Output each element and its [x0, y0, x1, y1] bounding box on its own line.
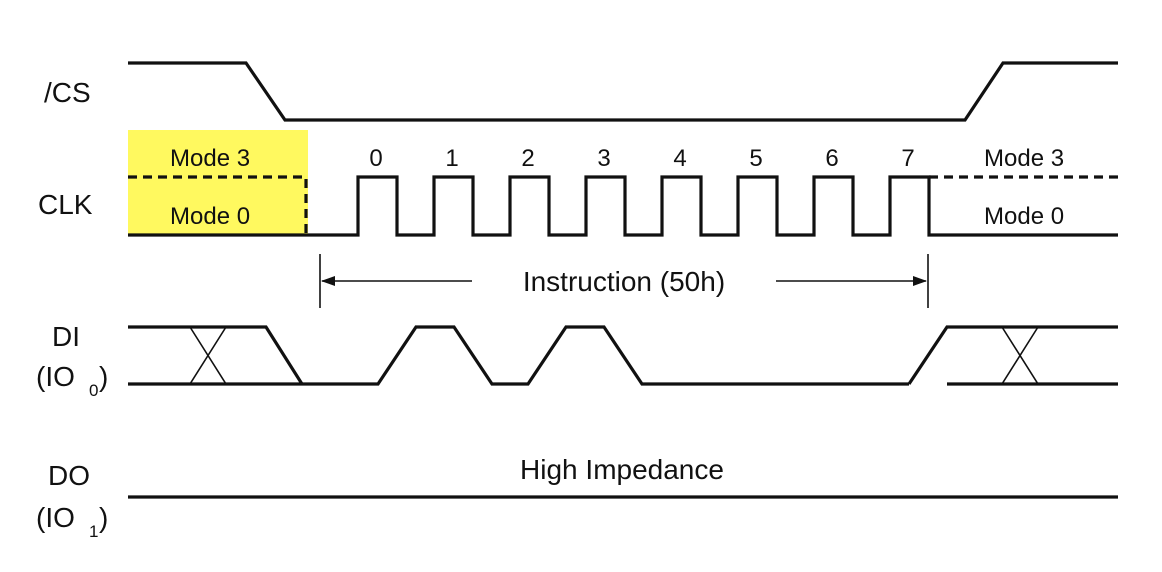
do-io-prefix: (IO [36, 502, 75, 533]
do-io-subscript: 1 [89, 522, 98, 541]
di-left-crossover [189, 326, 227, 385]
di-waveform [128, 325, 1118, 386]
di-right-crossover [1001, 326, 1039, 385]
do-io-label: (IO 1 ) [36, 502, 108, 541]
clk-cycle-4: 4 [673, 145, 686, 172]
left-mode3-label: Mode 3 [170, 145, 250, 172]
instruction-label: Instruction (50h) [523, 266, 725, 297]
clk-cycle-3: 3 [597, 145, 610, 172]
cs-signal-label: /CS [44, 77, 91, 108]
right-mode3-label: Mode 3 [984, 145, 1064, 172]
clk-signal-label: CLK [38, 189, 93, 220]
clk-cycle-2: 2 [521, 145, 534, 172]
clk-cycle-7: 7 [901, 145, 914, 172]
cs-waveform [128, 61, 1118, 122]
di-signal-label: DI [52, 321, 80, 352]
clk-waveform [128, 175, 1118, 237]
do-io-suffix: ) [99, 502, 108, 533]
clk-left-mode3-dashed [128, 175, 308, 235]
di-io-subscript: 0 [89, 381, 98, 400]
di-io-prefix: (IO [36, 361, 75, 392]
do-signal-label: DO [48, 460, 90, 491]
clk-cycle-1: 1 [445, 145, 458, 172]
clk-cycle-5: 5 [749, 145, 762, 172]
clk-cycle-6: 6 [825, 145, 838, 172]
mode-highlight-box [128, 130, 308, 235]
right-mode0-label: Mode 0 [984, 203, 1064, 230]
di-io-label: (IO 0 ) [36, 361, 108, 400]
left-mode0-label: Mode 0 [170, 203, 250, 230]
di-io-suffix: ) [99, 361, 108, 392]
do-state-label: High Impedance [520, 454, 724, 485]
clk-cycle-0: 0 [369, 145, 382, 172]
